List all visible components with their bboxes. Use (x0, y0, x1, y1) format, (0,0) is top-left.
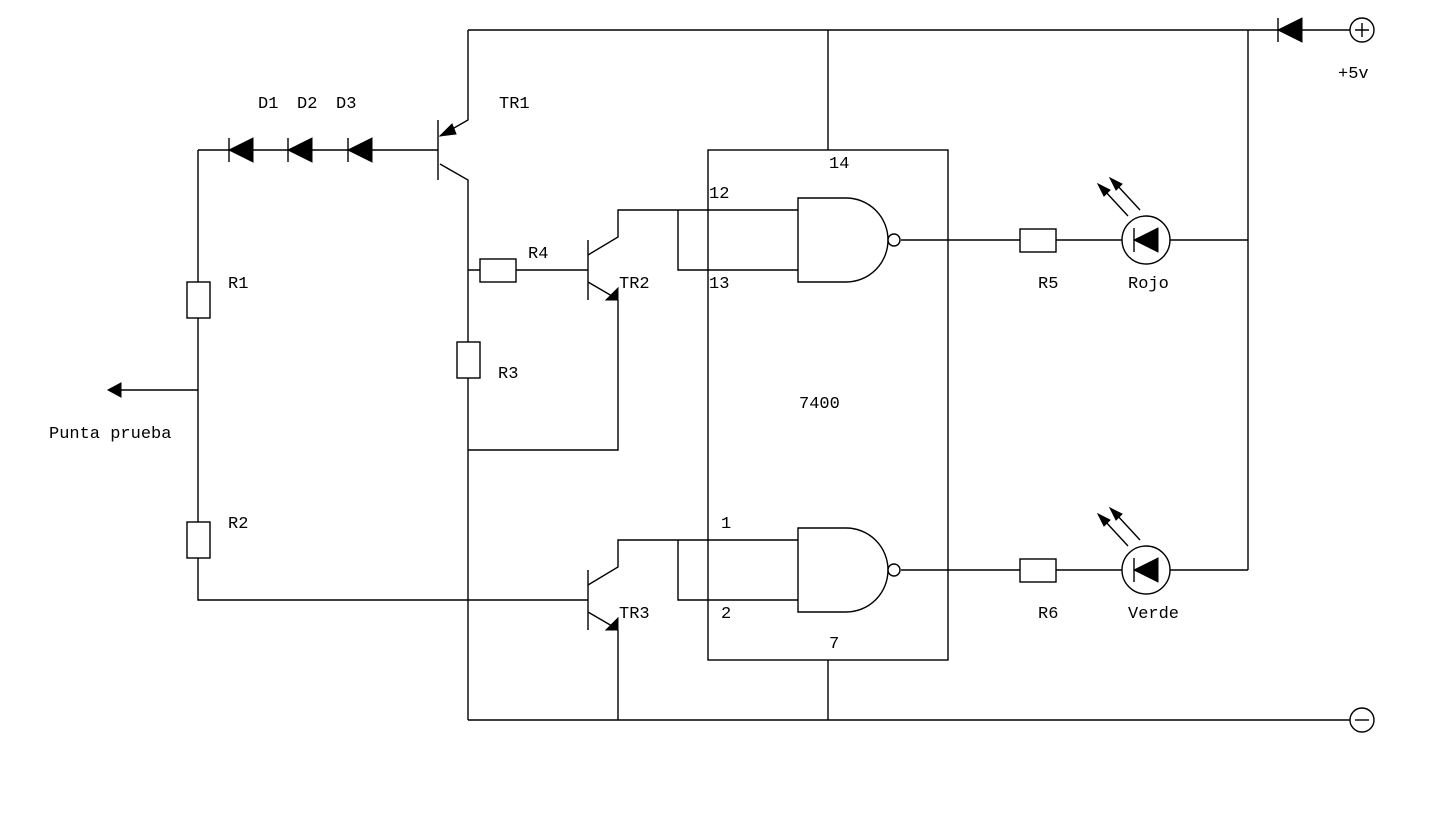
tr2-collector-wire (587, 209, 798, 256)
label-supply: +5v (1338, 65, 1369, 84)
label-r4: R4 (528, 245, 548, 264)
label-pin7: 7 (829, 635, 839, 654)
resistor-r3 (456, 341, 481, 379)
label-pin13: 13 (709, 275, 729, 294)
label-d2: D2 (297, 95, 317, 114)
light-arrow-icon (1108, 506, 1123, 521)
resistor-r5 (1019, 228, 1057, 253)
plus-icon (1355, 23, 1369, 37)
label-ic: 7400 (799, 395, 840, 414)
label-d3: D3 (336, 95, 356, 114)
label-pin1: 1 (721, 515, 731, 534)
label-r2: R2 (228, 515, 248, 534)
label-tr3: TR3 (619, 605, 650, 624)
diode-d3 (346, 137, 373, 163)
label-tr1: TR1 (499, 95, 530, 114)
label-probe: Punta prueba (49, 425, 171, 444)
gate-a-input-tie-wire (677, 210, 798, 271)
resistor-r2 (186, 521, 211, 559)
transistor-tr3 (587, 570, 619, 631)
inversion-bubble-icon (887, 233, 901, 247)
label-tr2: TR2 (619, 275, 650, 294)
light-arrow-icon (1096, 512, 1111, 527)
label-r6: R6 (1038, 605, 1058, 624)
resistor-r6 (1019, 558, 1057, 583)
tr2-emitter-wire (587, 281, 613, 297)
label-d1: D1 (258, 95, 278, 114)
label-pin2: 2 (721, 605, 731, 624)
led-red (1096, 176, 1171, 265)
light-arrow-icon (1108, 176, 1123, 191)
tr3-emitter-wire (587, 611, 613, 627)
label-r3: R3 (498, 365, 518, 384)
resistor-r1 (186, 281, 211, 319)
led-green (1096, 506, 1171, 595)
label-pin12: 12 (709, 185, 729, 204)
left-vertical-wire (197, 150, 588, 601)
label-led-red: Rojo (1128, 275, 1169, 294)
label-r5: R5 (1038, 275, 1058, 294)
transistor-tr2 (587, 240, 619, 301)
probe-arrow-icon (106, 382, 122, 398)
label-r1: R1 (228, 275, 248, 294)
nand-gate-b (797, 527, 901, 613)
labels: D1 D2 D3 TR1 R1 R2 R3 R4 TR2 TR3 Punta p… (49, 65, 1369, 654)
light-arrow-icon (1096, 182, 1111, 197)
nand-gate-a (797, 197, 901, 283)
ic-7400-body (707, 149, 949, 661)
tr2-emitter-return-wire (468, 300, 619, 451)
diode-d1 (227, 137, 254, 163)
label-pin14: 14 (829, 155, 849, 174)
tr1-emitter-wire (439, 163, 469, 720)
label-led-green: Verde (1128, 605, 1179, 624)
gate-b-input-tie-wire (677, 540, 798, 601)
supply-diode (1276, 17, 1303, 43)
positive-terminal (1349, 17, 1375, 43)
transistor-tr1 (437, 120, 457, 180)
negative-terminal (1349, 707, 1375, 733)
tr1-collector-wire (439, 30, 469, 137)
tr3-collector-wire (587, 539, 798, 586)
resistor-r4 (479, 258, 517, 283)
inversion-bubble-icon (887, 563, 901, 577)
diode-d2 (286, 137, 313, 163)
